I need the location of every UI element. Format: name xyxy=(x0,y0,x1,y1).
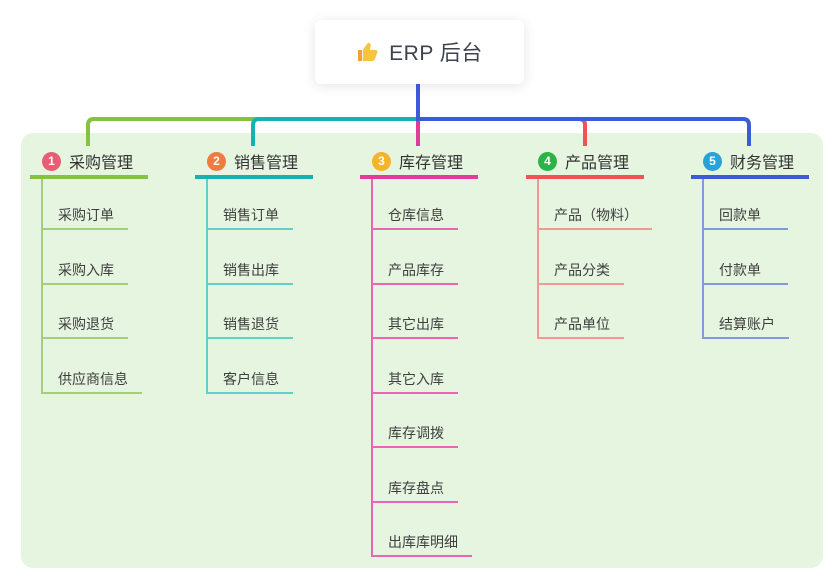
node-item[interactable]: 产品单位 xyxy=(539,285,624,339)
node-item[interactable]: 库存盘点 xyxy=(373,448,458,503)
node-item[interactable]: 产品库存 xyxy=(373,230,458,285)
branch-product-title[interactable]: 4 产品管理 xyxy=(526,147,644,179)
branch-product: 4 产品管理 产品（物料） 产品分类 产品单位 xyxy=(526,147,652,339)
node-item[interactable]: 销售出库 xyxy=(208,230,293,285)
node-item[interactable]: 产品分类 xyxy=(539,230,624,285)
node-item[interactable]: 库存调拨 xyxy=(373,394,458,448)
branch-purchase-label: 采购管理 xyxy=(69,155,134,172)
node-item[interactable]: 结算账户 xyxy=(704,285,789,339)
branch-inventory-label: 库存管理 xyxy=(399,155,464,172)
branch-sales-title[interactable]: 2 销售管理 xyxy=(195,147,313,179)
node-item[interactable]: 回款单 xyxy=(704,179,788,230)
node-item[interactable]: 客户信息 xyxy=(208,339,293,394)
branch-inventory: 3 库存管理 仓库信息 产品库存 其它出库 其它入库 库存调拨 库存盘点 出库库… xyxy=(360,147,478,557)
node-item[interactable]: 采购退货 xyxy=(43,285,128,339)
node-item[interactable]: 其它入库 xyxy=(373,339,458,394)
node-item[interactable]: 产品（物料） xyxy=(539,179,652,230)
mindmap-canvas xyxy=(21,133,823,568)
branch-purchase: 1 采购管理 采购订单 采购入库 采购退货 供应商信息 xyxy=(30,147,148,394)
branch-product-children: 产品（物料） 产品分类 产品单位 xyxy=(537,179,652,339)
node-item[interactable]: 销售订单 xyxy=(208,179,293,230)
branch-sales-label: 销售管理 xyxy=(234,155,299,172)
branch-inventory-title[interactable]: 3 库存管理 xyxy=(360,147,478,179)
branch-purchase-children: 采购订单 采购入库 采购退货 供应商信息 xyxy=(41,179,148,394)
branch-sales: 2 销售管理 销售订单 销售出库 销售退货 客户信息 xyxy=(195,147,313,394)
branch-finance-label: 财务管理 xyxy=(730,155,795,172)
branch-finance-title[interactable]: 5 财务管理 xyxy=(691,147,809,179)
branch-inventory-children: 仓库信息 产品库存 其它出库 其它入库 库存调拨 库存盘点 出库库明细 xyxy=(371,179,478,557)
branch-finance-children: 回款单 付款单 结算账户 xyxy=(702,179,809,339)
thumbs-up-icon xyxy=(358,42,378,61)
node-item[interactable]: 出库库明细 xyxy=(373,503,472,557)
branch-product-label: 产品管理 xyxy=(565,155,630,172)
branch-sales-children: 销售订单 销售出库 销售退货 客户信息 xyxy=(206,179,313,394)
badge-4: 4 xyxy=(538,151,557,171)
root-title: ERP 后台 xyxy=(389,42,483,65)
node-item[interactable]: 采购订单 xyxy=(43,179,128,230)
node-item[interactable]: 付款单 xyxy=(704,230,788,285)
root-node-erp[interactable]: ERP 后台 xyxy=(315,20,524,84)
branch-purchase-title[interactable]: 1 采购管理 xyxy=(30,147,148,179)
node-item[interactable]: 采购入库 xyxy=(43,230,128,285)
branch-finance: 5 财务管理 回款单 付款单 结算账户 xyxy=(691,147,809,339)
badge-2: 2 xyxy=(207,151,226,171)
badge-1: 1 xyxy=(42,151,61,171)
node-item[interactable]: 其它出库 xyxy=(373,285,458,339)
badge-3: 3 xyxy=(372,151,391,171)
node-item[interactable]: 销售退货 xyxy=(208,285,293,339)
node-item[interactable]: 仓库信息 xyxy=(373,179,458,230)
node-item[interactable]: 供应商信息 xyxy=(43,339,142,394)
badge-5: 5 xyxy=(703,151,722,171)
